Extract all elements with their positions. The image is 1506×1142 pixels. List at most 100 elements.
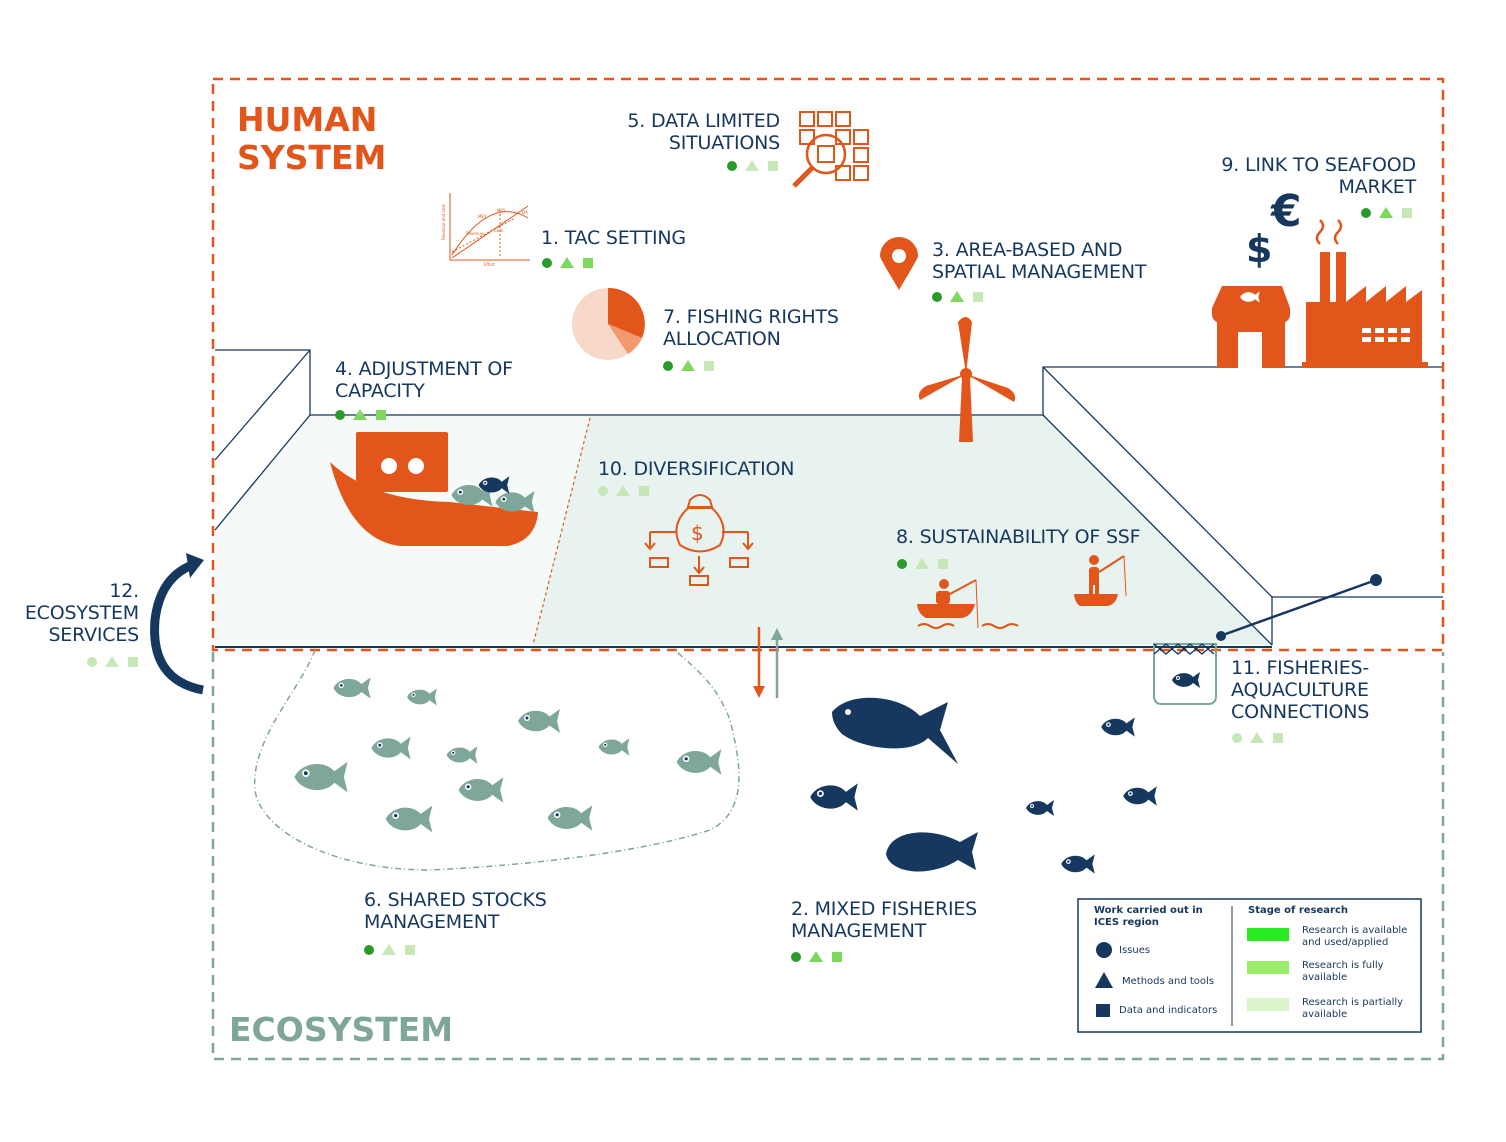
legend-data-label: Data and indicators [1119, 1005, 1218, 1016]
tac-chart-xlabel: Effort [484, 262, 495, 267]
pool-platform [214, 349, 1443, 648]
money-bag-diagram-icon [644, 494, 754, 586]
item-label-ecosystem-services: 12. ECOSYSTEM SERVICES [24, 580, 139, 646]
methods-marker [950, 291, 964, 302]
markers-item-5 [727, 160, 778, 171]
markers-item-12 [87, 656, 138, 667]
data-marker [128, 657, 138, 667]
item-label-area-based: 3. AREA-BASED AND SPATIAL MANAGEMENT [932, 239, 1147, 283]
issues-marker [335, 410, 345, 420]
fishing-boat-icon [330, 432, 538, 546]
tac-chart-label-cost: Cost [494, 228, 503, 233]
human-system-boundary [211, 77, 1445, 652]
issues-marker [598, 486, 608, 496]
markers-item-10 [598, 485, 649, 496]
issues-marker [87, 657, 97, 667]
methods-marker [681, 360, 695, 371]
item-label-ssf: 8. SUSTAINABILITY OF SSF [896, 526, 1141, 548]
tac-chart-label-msy: MSY [497, 208, 506, 213]
data-marker [938, 559, 948, 569]
wind-turbine-icon [918, 317, 1016, 442]
issues-marker [932, 292, 942, 302]
data-marker [376, 410, 386, 420]
item-label-aquaculture: 11. FISHERIES- AQUACULTURE CONNECTIONS [1231, 657, 1370, 723]
methods-marker [616, 485, 630, 496]
issues-marker [663, 361, 673, 371]
item-label-data-limited: 5. DATA LIMITED SITUATIONS [627, 110, 780, 154]
fish-shop-icon [1212, 286, 1290, 368]
data-marker [639, 486, 649, 496]
tac-chart-ylabel: Revenue and cost [441, 204, 446, 240]
legend-stage-applied: Research is available and used/applied [1302, 925, 1408, 948]
data-marker [1273, 733, 1283, 743]
legend-swatch-partially [1247, 998, 1289, 1011]
aquaculture-cage-icon [1153, 574, 1382, 705]
tac-chart-label-oa: OA [522, 210, 528, 215]
methods-marker [105, 656, 119, 667]
item-label-mixed-fisheries: 2. MIXED FISHERIES MANAGEMENT [791, 898, 978, 942]
methods-marker [382, 944, 396, 955]
data-marker [832, 952, 842, 962]
data-marker [768, 161, 778, 171]
markers-item-6 [364, 944, 415, 955]
methods-marker [809, 951, 823, 962]
data-marker [583, 258, 593, 268]
data-marker [405, 945, 415, 955]
item-label-seafood-market: 9. LINK TO SEAFOOD MARKET [1221, 154, 1416, 198]
tac-chart-icon [449, 193, 530, 261]
dollar-icon: $ [1246, 227, 1272, 271]
methods-marker [915, 558, 929, 569]
tac-chart-label-mey: MEY [478, 214, 487, 219]
methods-marker [1379, 207, 1393, 218]
markers-item-4 [335, 409, 386, 420]
legend-methods-label: Methods and tools [1122, 976, 1215, 987]
ecosystem-title: ECOSYSTEM [229, 1010, 454, 1049]
issues-marker [364, 945, 374, 955]
item-label-tac-setting: 1. TAC SETTING [541, 227, 686, 249]
factory-icon [1302, 219, 1428, 368]
markers-item-11 [1232, 732, 1283, 743]
fisher-standing-icon [1074, 555, 1127, 606]
markers-item-1 [542, 257, 593, 268]
legend-swatch-fully [1247, 961, 1289, 974]
markers-item-9 [1361, 207, 1412, 218]
mixed-fisheries-fish [810, 697, 1157, 874]
money-bag-dollar-icon: $ [691, 521, 704, 545]
legend-right-title: Stage of research [1248, 905, 1349, 916]
tac-chart-label-revenue: Revenue [466, 231, 484, 236]
item-label-diversification: 10. DIVERSIFICATION [598, 458, 795, 480]
issues-marker [1232, 733, 1242, 743]
issues-marker [542, 258, 552, 268]
ecosystem-boundary [211, 652, 1445, 1061]
markers-item-2 [791, 951, 842, 962]
euro-icon: € [1270, 186, 1302, 237]
legend-swatch-applied [1247, 928, 1289, 941]
data-marker [973, 292, 983, 302]
ecosystem-services-arrow-icon [150, 553, 204, 695]
markers-item-8 [897, 558, 948, 569]
item-label-adjustment-capacity: 4. ADJUSTMENT OF CAPACITY [335, 358, 513, 402]
markers-item-3 [932, 291, 983, 302]
legend-stage-fully: Research is fully available [1302, 960, 1384, 983]
legend-square-icon [1096, 1004, 1110, 1017]
markers-item-7 [663, 360, 714, 371]
item-label-shared-stocks: 6. SHARED STOCKS MANAGEMENT [364, 889, 547, 933]
methods-marker [560, 257, 574, 268]
methods-marker [745, 160, 759, 171]
pie-chart-icon [572, 287, 645, 360]
legend-left-title: Work carried out in ICES region [1094, 905, 1203, 928]
location-pin-icon [880, 237, 918, 290]
methods-marker [1250, 732, 1264, 743]
item-label-fishing-rights: 7. FISHING RIGHTS ALLOCATION [663, 306, 839, 350]
data-marker [1402, 208, 1412, 218]
fisher-boat-icon [917, 579, 1019, 629]
human-system-title: HUMAN SYSTEM [237, 100, 387, 177]
issues-marker [791, 952, 801, 962]
shared-stocks-school [254, 649, 740, 871]
issues-marker [1361, 208, 1371, 218]
data-marker [704, 361, 714, 371]
data-grid-magnifier-icon [792, 111, 869, 188]
issues-marker [897, 559, 907, 569]
